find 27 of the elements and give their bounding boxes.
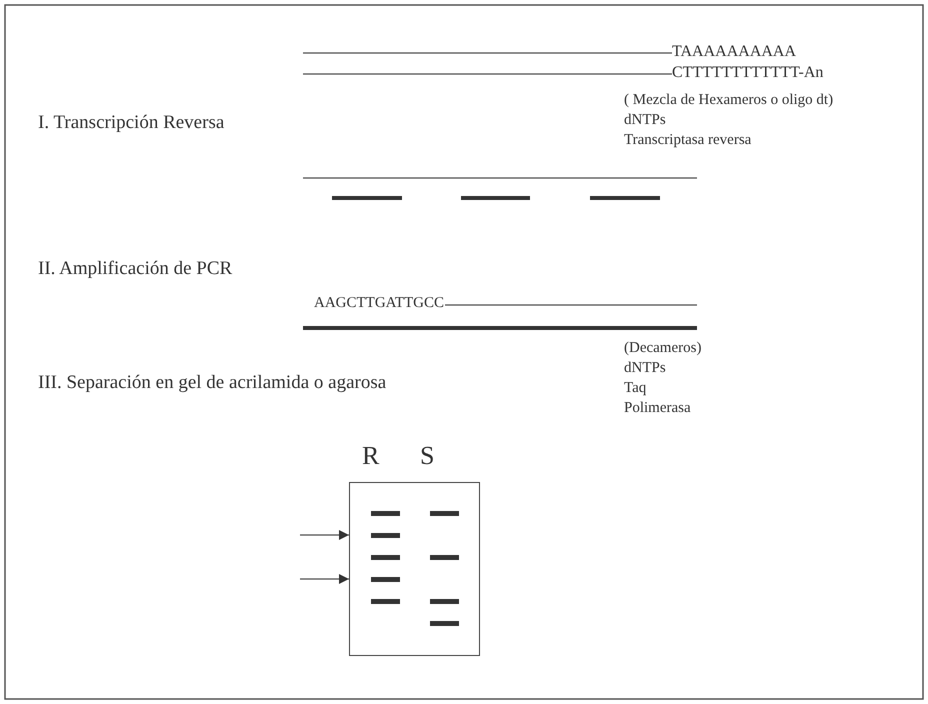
sequence-label: CTTTTTTTTTTTT-An [672,64,824,82]
step-label: II. Amplificación de PCR [38,258,232,280]
step-label: III. Separación en gel de acrilamida o agarosa [38,372,386,394]
reagent-label: Taq [624,380,646,398]
lane-label: R [362,441,380,471]
reagent-label: dNTPs [624,360,666,378]
gel-band [371,532,400,538]
reagent-label: (Decameros) [624,340,702,358]
reagent-label: Polimerasa [624,400,691,418]
reagent-label: dNTPs [624,112,666,130]
gel-band [430,510,459,516]
gel-band [371,576,400,582]
reagent-label: ( Mezcla de Hexameros o oligo dt) [624,92,834,110]
gel-band [371,510,400,516]
gel-band [430,620,459,626]
gel-band [371,554,400,560]
gel-band [430,598,459,604]
step-label: I. Transcripción Reversa [38,112,224,134]
arrow [300,574,350,584]
arrow [300,530,350,540]
sequence-label: TAAAAAAAAAA [672,43,796,62]
gel-band [371,598,400,604]
reagent-label: Transcriptasa reversa [624,132,752,150]
lane-label: S [420,441,434,471]
gel-box [349,482,480,656]
sequence-label: AAGCTTGATTGCC [314,295,444,312]
gel-band [430,554,459,560]
